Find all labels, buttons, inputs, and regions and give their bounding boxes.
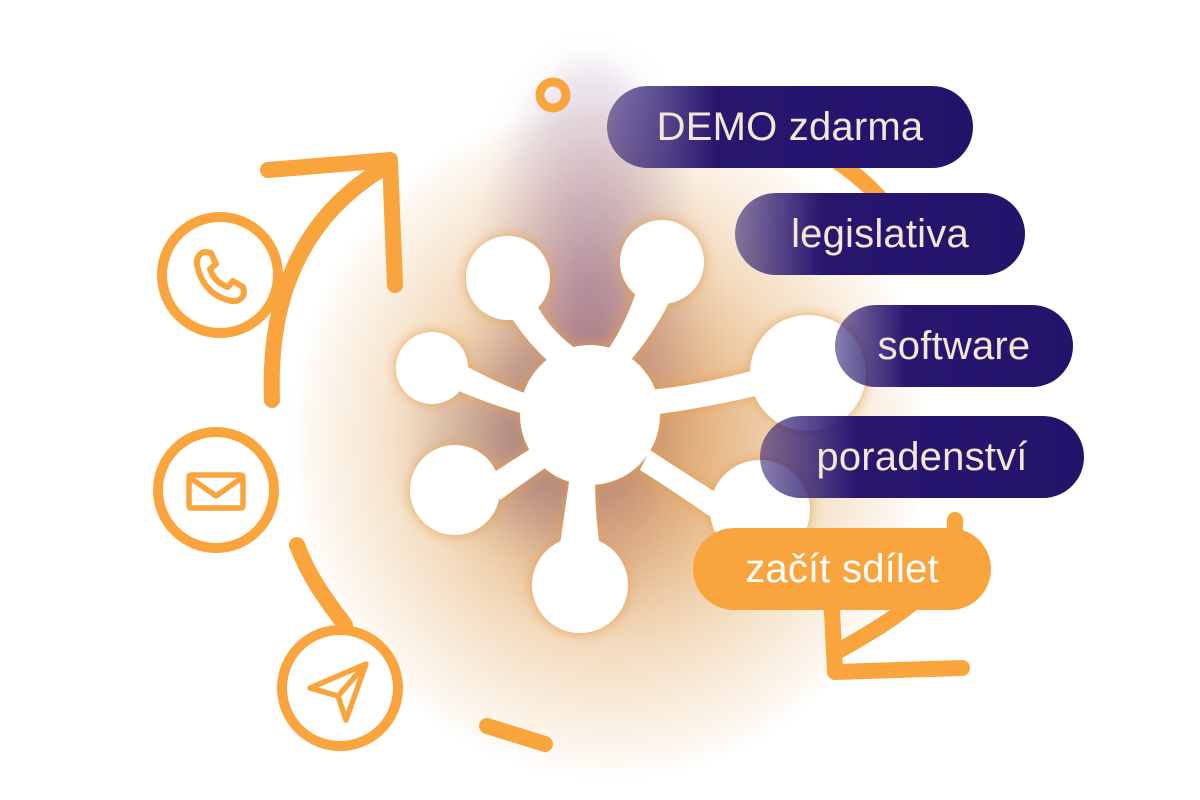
small-ring-decoration	[535, 77, 571, 113]
legislativa-button[interactable]: legislativa	[735, 193, 1025, 275]
arc-decoration	[289, 537, 353, 633]
demo-zdarma-button[interactable]: DEMO zdarma	[607, 86, 973, 168]
send-icon	[307, 661, 369, 723]
network-logo	[396, 220, 866, 633]
send-button[interactable]	[277, 625, 403, 751]
software-button[interactable]: software	[835, 305, 1073, 387]
dash-decoration	[479, 718, 553, 752]
phone-icon	[193, 249, 247, 305]
phone-button[interactable]	[157, 212, 283, 338]
mail-icon	[186, 472, 246, 511]
up-arrow-icon	[260, 152, 403, 408]
zacit-sdilet-button[interactable]: začít sdílet	[693, 528, 991, 610]
mail-button[interactable]	[153, 427, 279, 553]
poradenstvi-button[interactable]: poradenství	[760, 416, 1084, 498]
